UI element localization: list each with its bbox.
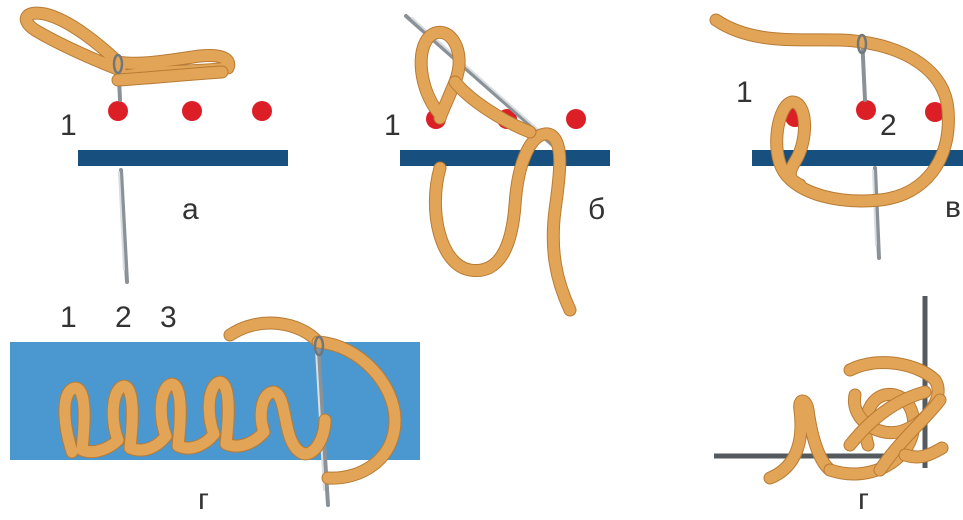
needle-a: [118, 56, 127, 282]
thread-v: [716, 20, 948, 201]
stitch-point-a-3: [252, 101, 272, 121]
panel-letter-v: в: [945, 193, 961, 223]
panel-letter-b: б: [588, 195, 605, 225]
point-label-v-2: 2: [880, 111, 897, 141]
stitch-point-b-3: [566, 109, 586, 129]
stitch-point-v-2: [856, 100, 876, 120]
point-label-g1-1: 1: [60, 303, 77, 333]
fabric-bar-a: [78, 150, 288, 166]
panel-v: [716, 20, 963, 258]
stitch-point-a-2: [182, 101, 202, 121]
panel-g2: [714, 296, 942, 478]
panel-letter-g2: г: [858, 485, 869, 515]
thread-g2: [770, 363, 942, 478]
panel-a: [26, 13, 288, 282]
panel-b: [400, 16, 610, 310]
panel-letter-g1: г: [198, 485, 209, 515]
point-label-a-1: 1: [60, 111, 77, 141]
fabric-bar-b: [400, 150, 610, 166]
needle-v: [862, 36, 879, 258]
panel-letter-a: а: [182, 195, 199, 225]
thread-b: [421, 32, 570, 310]
point-label-g1-3: 3: [160, 303, 177, 333]
point-label-g1-2: 2: [115, 303, 132, 333]
point-label-b-1: 1: [384, 111, 401, 141]
thread-a: [26, 13, 228, 80]
point-label-v-1: 1: [736, 78, 753, 108]
stitch-point-a-1: [108, 101, 128, 121]
panel-g1: [10, 323, 420, 505]
